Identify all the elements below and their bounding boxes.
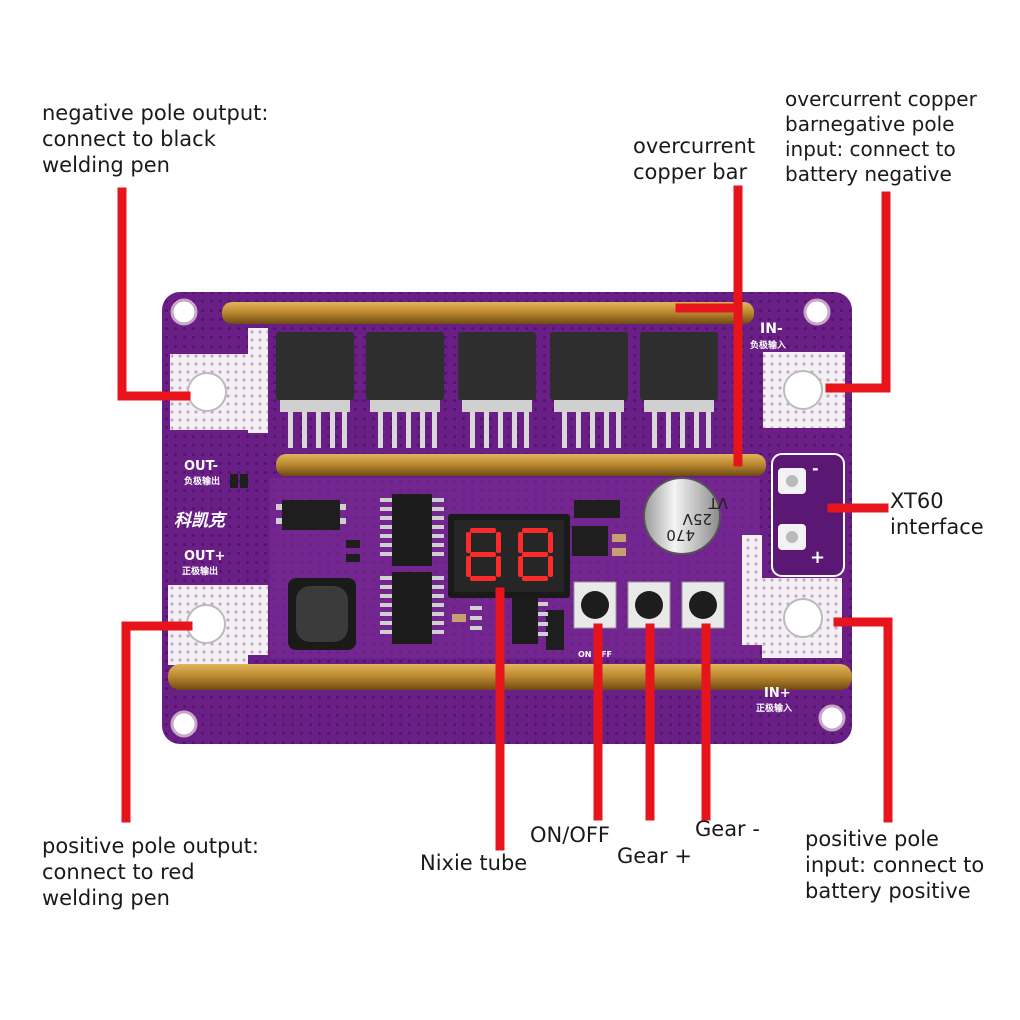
label-nixie-tube: Nixie tube bbox=[420, 851, 528, 875]
silk-in-minus: IN- bbox=[760, 321, 783, 337]
mounting-hole-icon bbox=[170, 298, 846, 738]
mosfet-1 bbox=[276, 332, 354, 448]
copper-bar-top bbox=[222, 302, 754, 324]
solder-pad-in-plus bbox=[762, 578, 842, 658]
silk-out-minus-cn: 负极输出 bbox=[184, 475, 220, 487]
button-on-off[interactable] bbox=[573, 581, 617, 629]
capacitor-label-1: 470 bbox=[666, 526, 695, 544]
capacitor-label-3: VT bbox=[708, 494, 728, 512]
xt60-plus-mark: + bbox=[810, 547, 825, 568]
label-xt60-interface: XT60 interface bbox=[890, 489, 984, 539]
mosfet-5 bbox=[640, 332, 718, 448]
copper-bar-bottom bbox=[168, 664, 852, 690]
solder-pad-in-minus bbox=[763, 352, 845, 428]
silk-in-plus: IN+ bbox=[764, 686, 791, 701]
silk-in-minus-cn: 负极输入 bbox=[750, 339, 786, 351]
mosfet-3 bbox=[458, 332, 536, 448]
pointer-negative-input bbox=[825, 191, 891, 393]
capacitor-label-2: 25V bbox=[682, 510, 712, 528]
silk-out-plus-cn: 正极输出 bbox=[182, 565, 218, 577]
pad-strip-left-lower bbox=[248, 585, 268, 655]
pointer-lines bbox=[117, 185, 893, 851]
pointer-positive-input bbox=[833, 617, 893, 823]
pointer-positive-output bbox=[121, 621, 193, 823]
pad-strip-right bbox=[742, 535, 762, 645]
smd-components bbox=[230, 474, 626, 650]
label-negative-output: negative pole output: connect to black w… bbox=[42, 101, 269, 177]
solder-pad-out-plus bbox=[168, 585, 248, 665]
xt60-minus-mark: - bbox=[812, 459, 819, 478]
nixie-tube-display bbox=[448, 514, 570, 598]
label-gear-minus: Gear - bbox=[695, 817, 760, 841]
inductor bbox=[288, 578, 356, 650]
button-gear-minus[interactable] bbox=[681, 581, 725, 629]
pad-strip-left bbox=[248, 328, 268, 433]
mosfet-2 bbox=[366, 332, 444, 448]
xt60-connector-area: - + bbox=[771, 453, 845, 577]
label-positive-output: positive pole output: connect to red wel… bbox=[42, 834, 259, 910]
pointer-overcurrent-top bbox=[675, 185, 743, 313]
digit-one bbox=[466, 528, 501, 581]
label-on-off: ON/OFF bbox=[530, 823, 611, 847]
solder-pad-out-minus bbox=[170, 354, 248, 430]
ic-chip-upper bbox=[380, 494, 444, 566]
ic-chip-right bbox=[470, 598, 548, 644]
mosfet-4 bbox=[550, 332, 628, 448]
button-gear-plus[interactable] bbox=[627, 581, 671, 629]
label-gear-plus: Gear + bbox=[617, 844, 692, 868]
electrolytic-capacitor: 470 25V VT bbox=[643, 477, 728, 555]
copper-bar-middle bbox=[276, 454, 766, 476]
digit-two bbox=[518, 528, 553, 581]
label-negative-input: overcurrent copper barnegative pole inpu… bbox=[785, 87, 977, 186]
silk-out-minus: OUT- bbox=[184, 459, 218, 474]
label-positive-input: positive pole input: connect to battery … bbox=[805, 827, 985, 903]
label-overcurrent-copper-bar: overcurrent copper bar bbox=[633, 134, 756, 184]
silk-in-plus-cn: 正极输入 bbox=[756, 702, 792, 714]
silk-out-plus: OUT+ bbox=[184, 549, 225, 564]
silk-brand: 科凯克 bbox=[174, 511, 228, 531]
pointer-negative-output bbox=[117, 187, 191, 401]
ic-chip-lower bbox=[380, 572, 444, 644]
